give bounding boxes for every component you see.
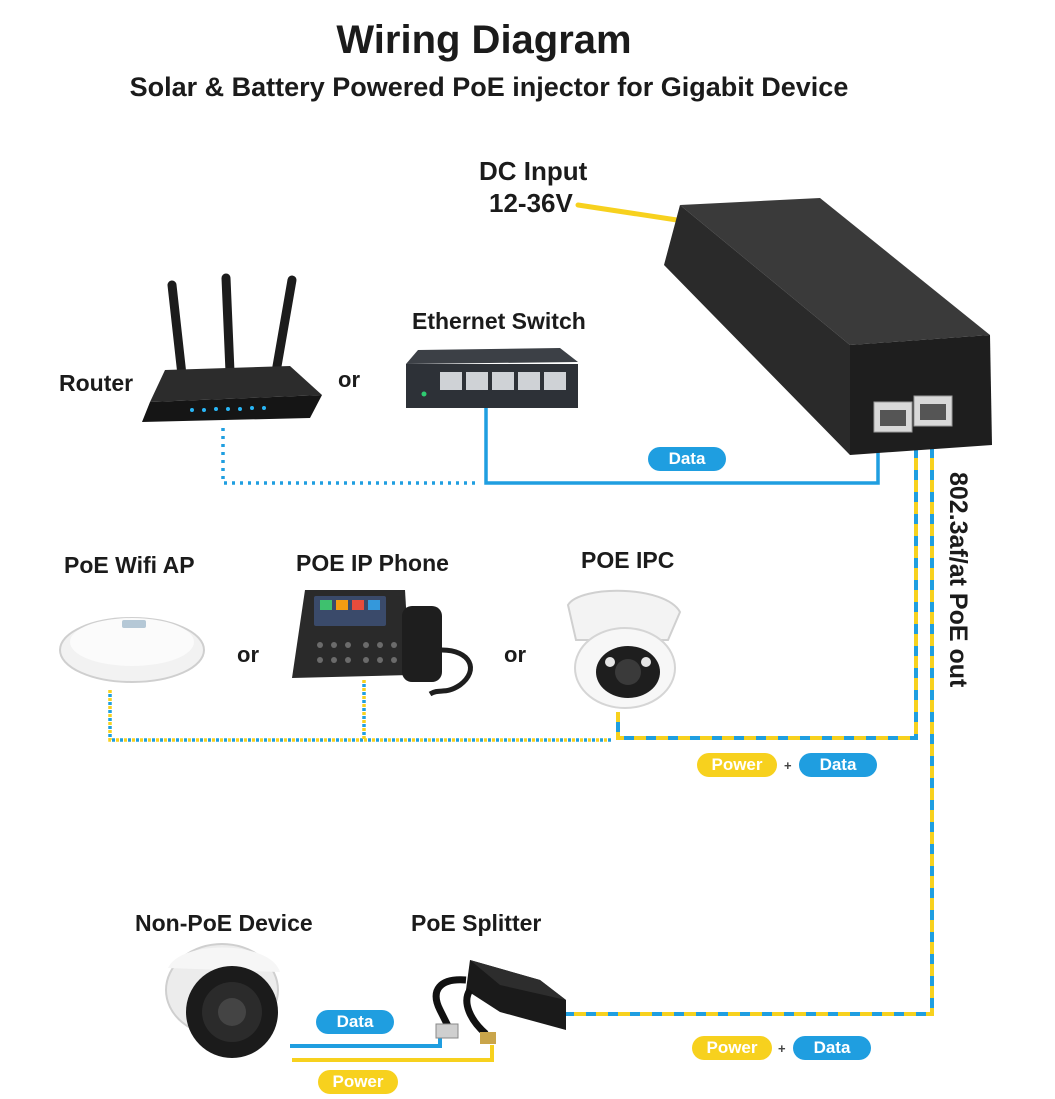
switch-data-cable [484,408,880,485]
camera-data-tag: Data [316,1010,394,1034]
ethernet-switch-label: Ethernet Switch [412,308,586,334]
diagram-subtitle: Solar & Battery Powered PoE injector for… [129,72,849,102]
or-label-3: or [504,642,526,667]
poe-ip-phone-device [292,590,473,697]
poe-wifi-ap-device [59,617,205,683]
router-label: Router [59,370,134,396]
poe-splitter-device [432,960,566,1044]
router-data-cable [221,428,480,485]
non-poe-device-label: Non-PoE Device [135,910,313,936]
poe-out-label: 802.3af/at PoE out [944,472,972,688]
splitter-power-cable [292,1045,494,1062]
dc-input-label: DC Input [479,156,588,186]
switch-data-tag: Data [648,447,726,471]
or-label-2: or [237,642,259,667]
camera-power-tag: Power [318,1070,398,1094]
ipc-plus-sign: + [784,758,792,773]
splitter-data-tag: Data [793,1036,871,1060]
poe-wifi-ap-label: PoE Wifi AP [64,552,195,578]
poe-out-cable [565,448,934,1016]
ipc-power-tag: Power [697,753,777,777]
or-label-1: or [338,367,360,392]
router-device [142,273,322,422]
poe-ipc-device [566,589,682,709]
poe-splitter-label: PoE Splitter [411,910,542,936]
splitter-power-tag: Power [692,1036,772,1060]
poe-injector [664,198,992,455]
ethernet-switch-device [406,348,578,408]
diagram-title: Wiring Diagram [336,18,632,62]
poe-ip-phone-label: POE IP Phone [296,550,449,576]
dc-input-voltage: 12-36V [489,188,573,218]
ipc-data-tag: Data [799,753,877,777]
dc-input-cable [575,202,693,225]
splitter-plus-sign: + [778,1041,786,1056]
device-dotted-links [108,680,612,742]
non-poe-device [165,943,280,1058]
poe-ipc-label: POE IPC [581,547,675,573]
